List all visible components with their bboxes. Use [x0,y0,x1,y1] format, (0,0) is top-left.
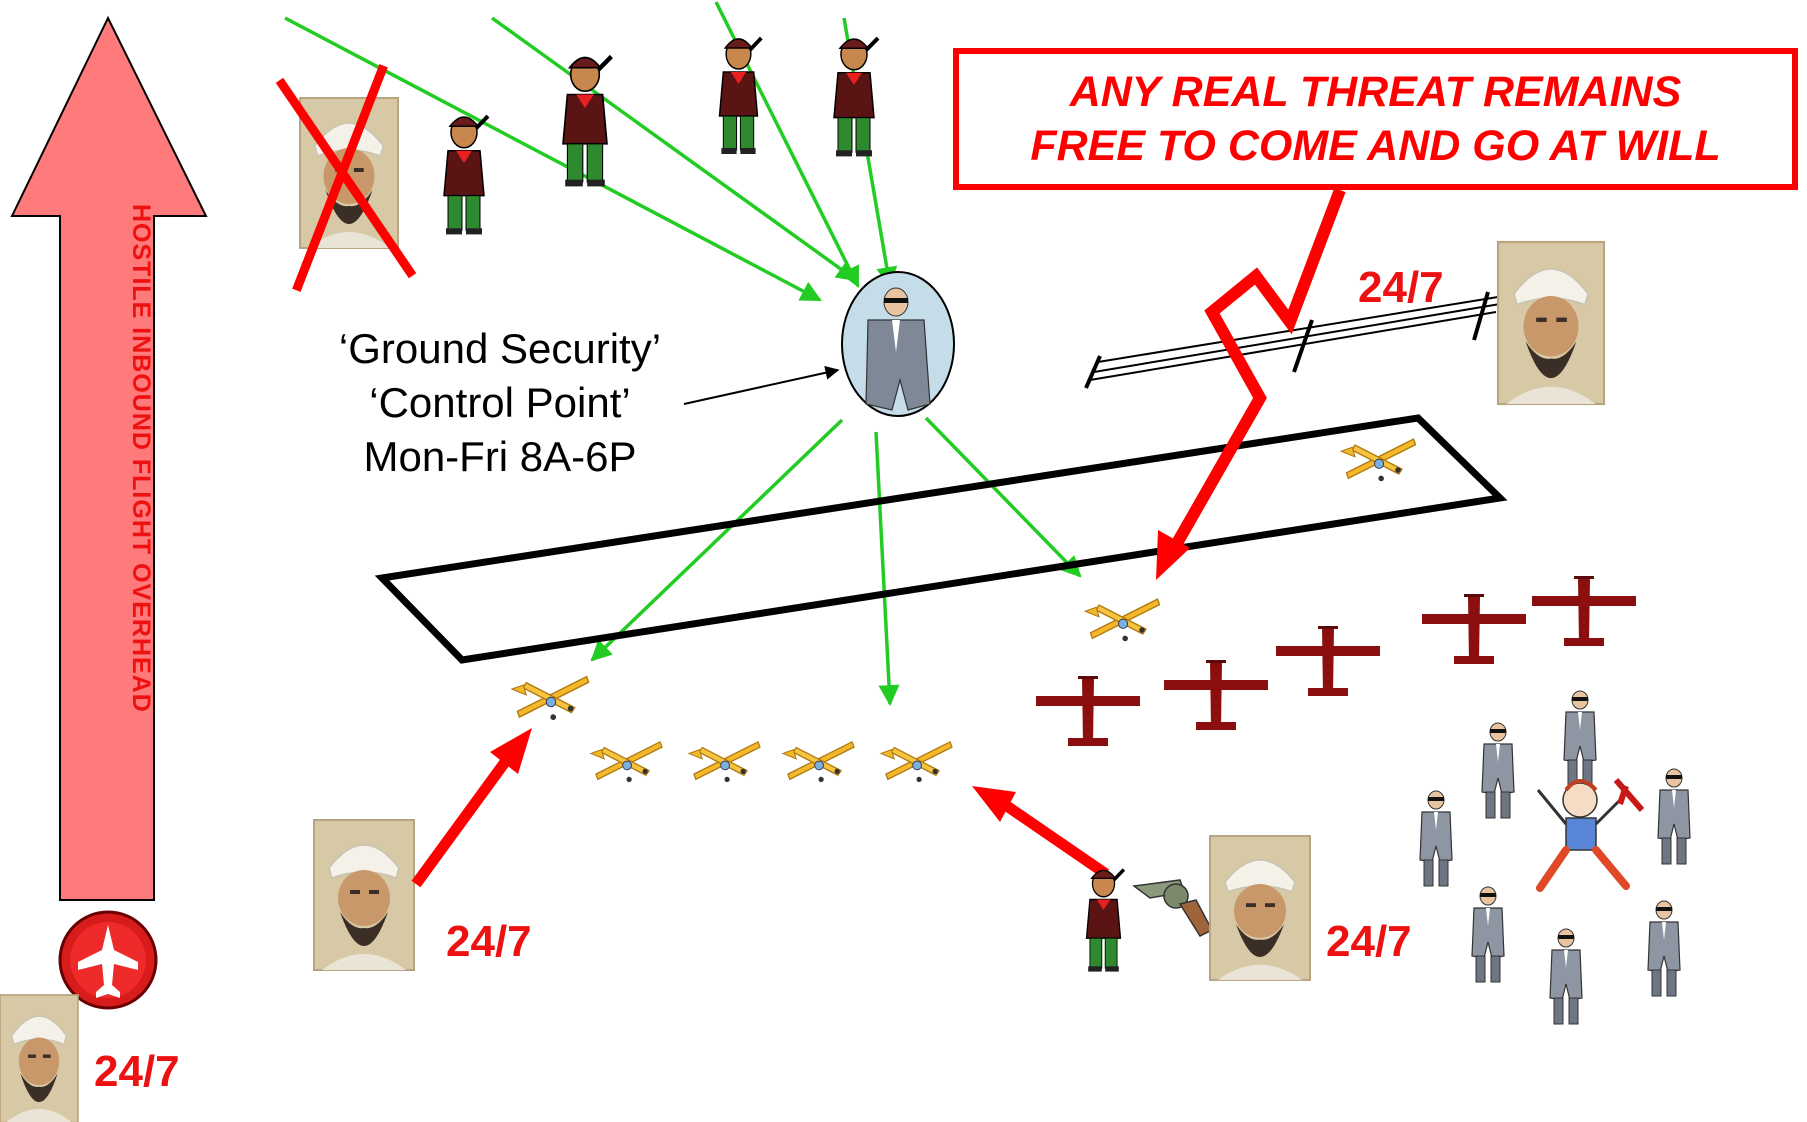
red-threat-arrow [1156,187,1346,580]
control-point-label-line2: ‘Control Point’ [369,379,631,426]
yellow-plane-icon [581,714,672,801]
maroon-plane-icon [1276,626,1380,696]
control-point-label-line1: ‘Ground Security’ [338,325,662,372]
maroon-plane-icon [1422,594,1526,664]
threat-callout-line2: FREE TO COME AND GO AT WILL [1030,122,1721,170]
pointer-arrow [683,365,840,405]
hostile-figure-icon [0,994,79,1122]
hostile-figure-icon [313,819,415,971]
yellow-plane-icon [773,714,864,801]
pilot-icon [444,116,488,234]
hostile-figure-icon [1209,835,1311,981]
access-label: 24/7 [94,1047,180,1096]
red-x-icon [275,64,417,292]
red-threat-arrow [411,728,532,888]
security-guard-icon [1549,928,1583,1025]
access-label: 24/7 [446,917,532,966]
access-label: 24/7 [1358,263,1444,312]
airport-sign-icon [58,910,158,1010]
yellow-plane-icon [679,714,770,801]
control-point-label-line3: Mon-Fri 8A-6P [363,433,637,480]
yellow-plane-icon [1075,570,1170,661]
access-label: 24/7 [1326,917,1412,966]
security-guard-icon [841,271,955,417]
red-threat-arrow [972,786,1110,879]
green-arrows-outbound [590,416,1082,707]
hostile-inbound-arrow [10,15,208,901]
maroon-plane-icon [1532,576,1636,646]
pilot-icon [717,36,764,156]
yellow-plane-icon [502,647,600,741]
threat-callout: ANY REAL THREAT REMAINS FREE TO COME AND… [953,48,1798,190]
security-guard-icon [1647,900,1681,997]
maroon-plane-icon [1164,660,1268,730]
hostile-figure-icon [1496,240,1606,406]
fence-icon [1084,291,1505,389]
security-guard-icon [1471,886,1505,983]
pilot-icon [1084,867,1126,974]
yellow-plane-icon [871,714,962,801]
security-guard-icon [1481,722,1515,819]
pilot-icon [834,38,878,156]
security-guard-icon [1563,690,1597,787]
person-with-toy-plane-icon [1536,778,1645,892]
maroon-plane-icon [1036,676,1140,746]
pilot-icon [563,56,611,186]
control-point-label: ‘Ground Security’ ‘Control Point’ Mon-Fr… [300,322,700,484]
revolver-icon [1132,879,1214,937]
threat-callout-line1: ANY REAL THREAT REMAINS [1069,68,1682,116]
runway [374,414,1508,664]
security-guard-icon [1419,790,1453,887]
security-guard-icon [1657,768,1691,865]
